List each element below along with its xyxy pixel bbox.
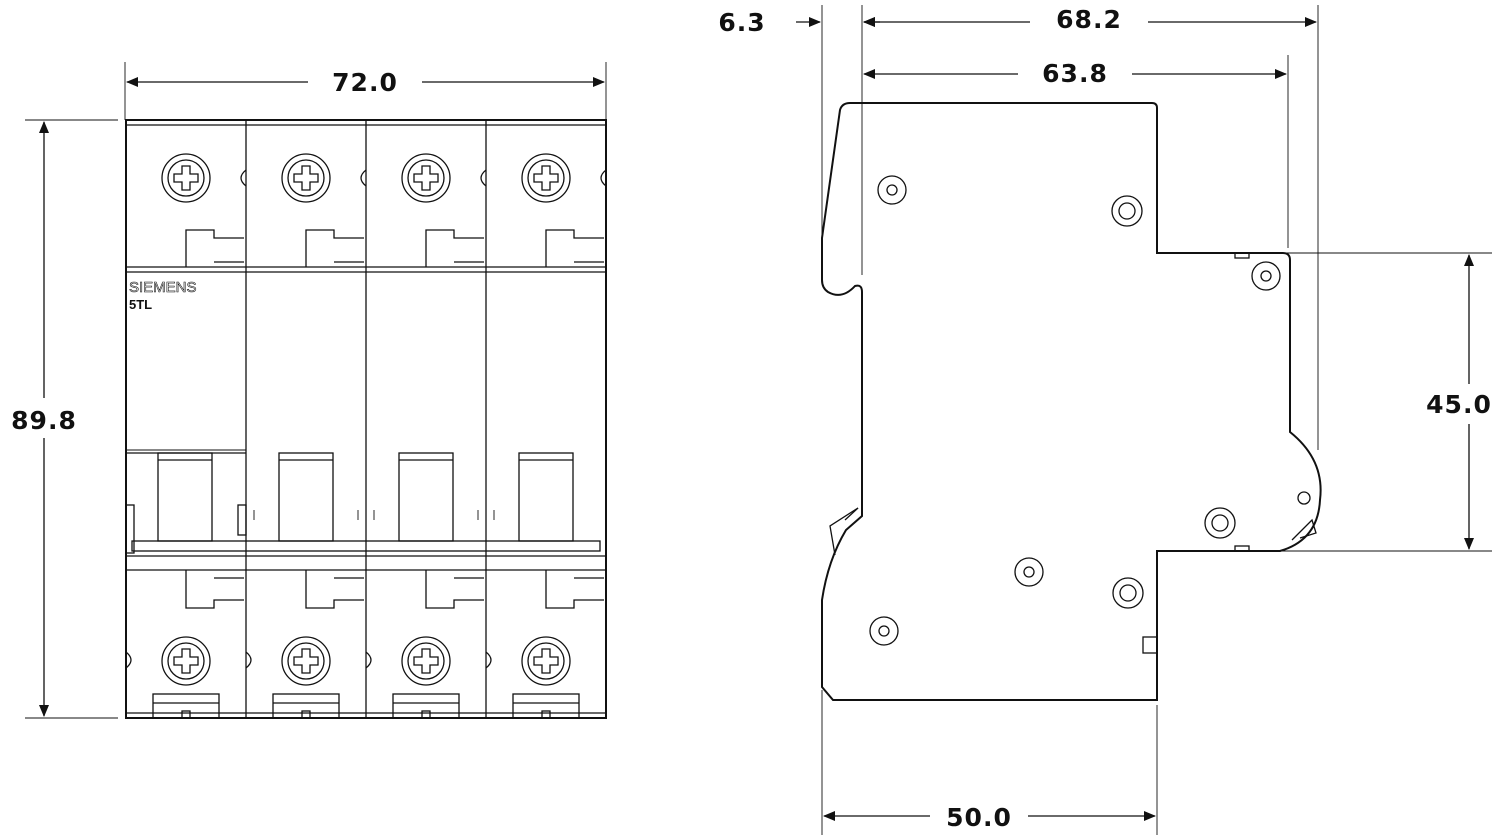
width-label: 72.0 (332, 68, 398, 97)
screw-slot (533, 648, 559, 674)
terminal-screw-head (287, 642, 325, 680)
terminal-screw (521, 636, 571, 686)
rail-clip-tab (152, 693, 220, 719)
rail-height-label: 45.0 (1426, 390, 1492, 419)
toggle-handle (398, 452, 454, 542)
toggle-handle (157, 452, 213, 542)
breaker-housing (125, 119, 607, 719)
terminal-screw-head (527, 642, 565, 680)
terminal-screw-head (527, 159, 565, 197)
rail-clip-tab (392, 693, 460, 719)
rivet (1204, 507, 1236, 539)
screw-slot (173, 165, 199, 191)
terminal-screw (161, 636, 211, 686)
toggle-handle (278, 452, 334, 542)
rivet (1111, 195, 1143, 227)
side-profile-outline (821, 102, 1322, 701)
rail-clip-tab (272, 693, 340, 719)
terminal-screw (281, 636, 331, 686)
screw-slot (293, 648, 319, 674)
terminal-screw (401, 636, 451, 686)
model-label: 5TL (129, 297, 152, 312)
terminal-screw (281, 153, 331, 203)
rivet (877, 175, 907, 205)
base-width-dimension: 50.0 (823, 803, 1156, 832)
width-dimension: 72.0 (124, 62, 607, 120)
rivet (1251, 261, 1281, 291)
depth-inner-label: 63.8 (1042, 59, 1108, 88)
rivet (1014, 557, 1044, 587)
screw-slot (413, 165, 439, 191)
poles (125, 153, 607, 719)
height-dimension: 89.8 (11, 119, 118, 719)
terminal-screw-head (407, 642, 445, 680)
terminal-screw-head (407, 159, 445, 197)
terminal-screw (521, 153, 571, 203)
screw-slot (293, 165, 319, 191)
terminal-screw-head (287, 159, 325, 197)
terminal-screw (401, 153, 451, 203)
terminal-screw-head (167, 159, 205, 197)
screw-slot (533, 165, 559, 191)
offset-dimension: 6.3 (718, 8, 880, 37)
front-view: 72.0 89.8 SIEMENS 5TL (11, 62, 607, 719)
depth-label: 68.2 (1056, 5, 1122, 34)
rivet (1112, 577, 1144, 609)
screw-slot (173, 648, 199, 674)
offset-label: 6.3 (718, 8, 765, 37)
screw-slot (413, 648, 439, 674)
terminal-screw (161, 153, 211, 203)
depth-inner-dimension: 63.8 (863, 59, 1287, 88)
rivet (869, 616, 899, 646)
depth-dimension: 68.2 (863, 5, 1317, 34)
rail-clip-tab (512, 693, 580, 719)
rail-height-dimension: 45.0 (1426, 254, 1492, 550)
toggle-handle (518, 452, 574, 542)
height-label: 89.8 (11, 406, 77, 435)
terminal-screw-head (167, 642, 205, 680)
brand-label: SIEMENS (129, 279, 197, 296)
side-view: 6.3 68.2 63.8 45.0 50.0 (718, 5, 1492, 835)
base-width-label: 50.0 (946, 803, 1012, 832)
